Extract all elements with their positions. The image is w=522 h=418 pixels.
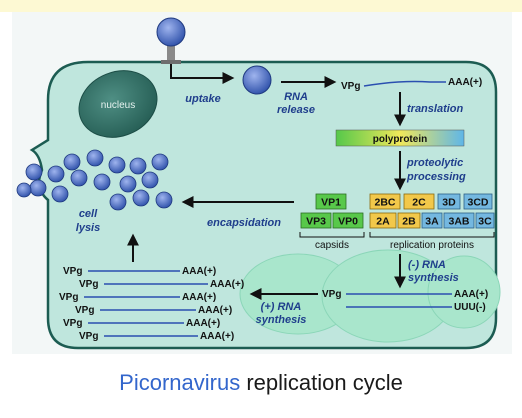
- nucleus-label: nucleus: [101, 100, 135, 111]
- processing-label-1: proteolytic: [406, 157, 463, 169]
- genome-vpg: VPg: [341, 81, 360, 92]
- capsid-box-vp0: [332, 212, 364, 229]
- strand-4-polya: AAA(+): [198, 305, 232, 316]
- rna-release-label-2: release: [277, 104, 315, 116]
- protein-box-2bc-label: 2BC: [374, 197, 395, 209]
- plus-synthesis-label-1: (+) RNA: [261, 301, 302, 313]
- replication-protein-boxes: 2BC 2C 3D 3CD 2A 2B 3A 3AB 3C: [369, 193, 495, 229]
- receptor-base: [161, 60, 181, 64]
- strand-6-polya: AAA(+): [200, 331, 234, 342]
- nucleus: [78, 70, 158, 138]
- capsid-box-vp1-label: VP1: [321, 197, 341, 209]
- protein-box-2c-label: 2C: [412, 197, 426, 209]
- protein-box-2b: [397, 212, 421, 229]
- strand-2-polya: AAA(+): [210, 279, 244, 290]
- capsid-box-vp0-label: VP0: [338, 216, 358, 228]
- strand-3-vpg: VPg: [59, 292, 78, 303]
- strand-1-polya: AAA(+): [182, 266, 216, 277]
- minus-synthesis-label-1: (-) RNA: [408, 259, 446, 271]
- protein-box-3cd: [463, 193, 493, 210]
- processing-label-2: processing: [406, 171, 466, 183]
- capsids-label: capsids: [315, 240, 349, 251]
- strand-2-vpg: VPg: [79, 279, 98, 290]
- ds-polyu: UUU(-): [454, 302, 486, 313]
- capsids-bracket: [299, 232, 365, 238]
- protein-box-3a: [421, 212, 443, 229]
- protein-box-3d-label: 3D: [442, 197, 456, 209]
- protein-box-3ab-label: 3AB: [448, 216, 469, 228]
- polyprotein-bar: [335, 129, 465, 147]
- receptor-stalk: [167, 46, 175, 62]
- protein-box-3cd-label: 3CD: [467, 197, 488, 209]
- ds-polya: AAA(+): [454, 289, 488, 300]
- minus-synthesis-label-2: synthesis: [408, 272, 459, 284]
- translation-label: translation: [407, 103, 464, 115]
- protein-box-2b-label: 2B: [402, 216, 416, 228]
- protein-box-3ab: [443, 212, 475, 229]
- replication-complex: [239, 249, 501, 343]
- encapsidation-label: encapsidation: [207, 217, 281, 229]
- capsid-box-vp3-label: VP3: [306, 216, 326, 228]
- strand-5-vpg: VPg: [63, 318, 82, 329]
- internalized-virion: [242, 65, 272, 95]
- protein-box-3c: [475, 212, 495, 229]
- rna-release-label-1: RNA: [284, 91, 308, 103]
- capsid-box-vp1: [315, 193, 347, 210]
- capsid-box-vp3: [300, 212, 332, 229]
- protein-box-3a-label: 3A: [425, 216, 439, 228]
- replication-proteins-bracket: [369, 232, 495, 238]
- strand-3-polya: AAA(+): [182, 292, 216, 303]
- protein-box-2bc: [369, 193, 401, 210]
- protein-box-3d: [437, 193, 461, 210]
- strand-4-vpg: VPg: [75, 305, 94, 316]
- figure-caption: Picornavirus replication cycle: [0, 370, 522, 396]
- picornavirus-link[interactable]: Picornavirus: [119, 370, 241, 395]
- protein-box-2a: [369, 212, 397, 229]
- incoming-virion: [156, 17, 186, 47]
- genome-rna: [363, 80, 446, 87]
- replication-proteins-label: replication proteins: [390, 240, 474, 251]
- strand-1-vpg: VPg: [63, 266, 82, 277]
- cell-lysis-label-2: lysis: [76, 222, 100, 234]
- cell-lysis-label-1: cell: [79, 208, 98, 220]
- polyprotein-label: polyprotein: [373, 134, 427, 145]
- top-banner: [0, 0, 522, 12]
- caption-text: replication cycle: [240, 370, 403, 395]
- strand-5-polya: AAA(+): [186, 318, 220, 329]
- protein-box-2c: [403, 193, 435, 210]
- progeny-virions: [16, 149, 173, 211]
- uptake-label: uptake: [185, 93, 220, 105]
- capsid-protein-boxes: VP1 VP3 VP0: [300, 193, 364, 229]
- progeny-plus-strands: VPg AAA(+) VPg AAA(+) VPg AAA(+) VPg AAA…: [59, 266, 244, 342]
- ds-vpg: VPg: [322, 289, 341, 300]
- uptake-arrow: [170, 64, 235, 84]
- strand-6-vpg: VPg: [79, 331, 98, 342]
- protein-box-3c-label: 3C: [478, 216, 492, 228]
- replication-cycle-diagram: nucleus uptake RNA release VPg AAA(+) tr…: [16, 17, 501, 350]
- protein-box-2a-label: 2A: [376, 216, 390, 228]
- genome-polya: AAA(+): [448, 77, 482, 88]
- plus-synthesis-label-2: synthesis: [256, 314, 307, 326]
